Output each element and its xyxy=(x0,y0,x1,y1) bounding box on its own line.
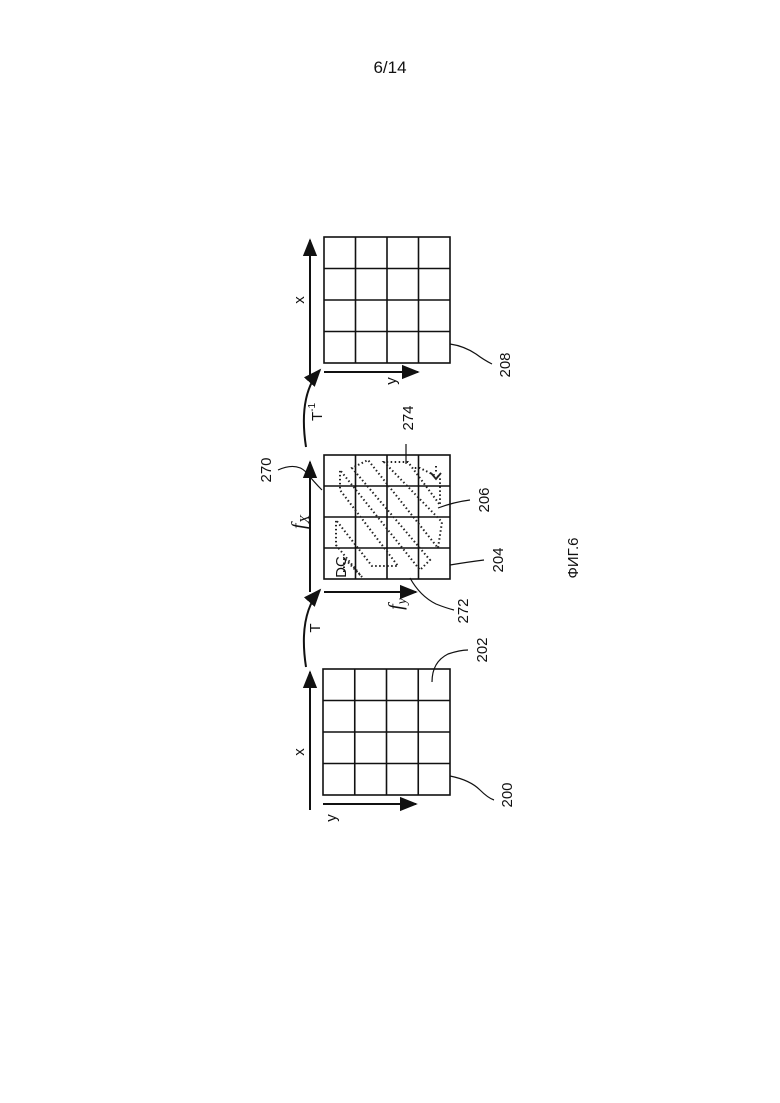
ref-208-label: 208 xyxy=(497,352,514,377)
y-axis-label: y xyxy=(383,377,400,385)
ref-208-leader xyxy=(450,344,492,364)
ref-200-leader xyxy=(450,776,494,800)
ref-204-label: 204 xyxy=(490,547,507,572)
fy-axis-label: fy xyxy=(385,597,410,610)
ref-206-leader xyxy=(438,500,470,508)
x-axis-label: x xyxy=(291,748,308,756)
input-block-200: x y 202 200 xyxy=(291,637,516,821)
coefficient-block-204: DC fX fy 270 274 206 204 272 xyxy=(258,405,507,623)
y-axis-label: y xyxy=(323,814,340,822)
scan-end-arrowhead xyxy=(431,473,441,479)
ref-202-label: 202 xyxy=(474,637,491,662)
x-axis-label: x xyxy=(291,296,308,304)
input-grid xyxy=(323,669,450,795)
ref-274-label: 274 xyxy=(400,405,417,430)
ref-272-leader xyxy=(410,578,454,610)
zigzag-scan-path xyxy=(336,460,442,577)
output-block-208: x y 208 xyxy=(291,237,514,385)
ref-270-label: 270 xyxy=(258,457,275,482)
ref-206-label: 206 xyxy=(476,487,493,512)
fx-axis-label: fX xyxy=(288,515,313,530)
ref-272-label: 272 xyxy=(455,598,472,623)
figure-caption: ФИГ.6 xyxy=(565,538,582,579)
dc-label: DC xyxy=(333,556,350,578)
ref-200-label: 200 xyxy=(499,782,516,807)
inverse-transform-label: T-1 xyxy=(307,403,326,422)
forward-transform-label: T xyxy=(307,623,324,632)
output-grid xyxy=(324,237,450,363)
ref-270-leader xyxy=(278,466,322,490)
ref-204-leader xyxy=(450,560,484,565)
